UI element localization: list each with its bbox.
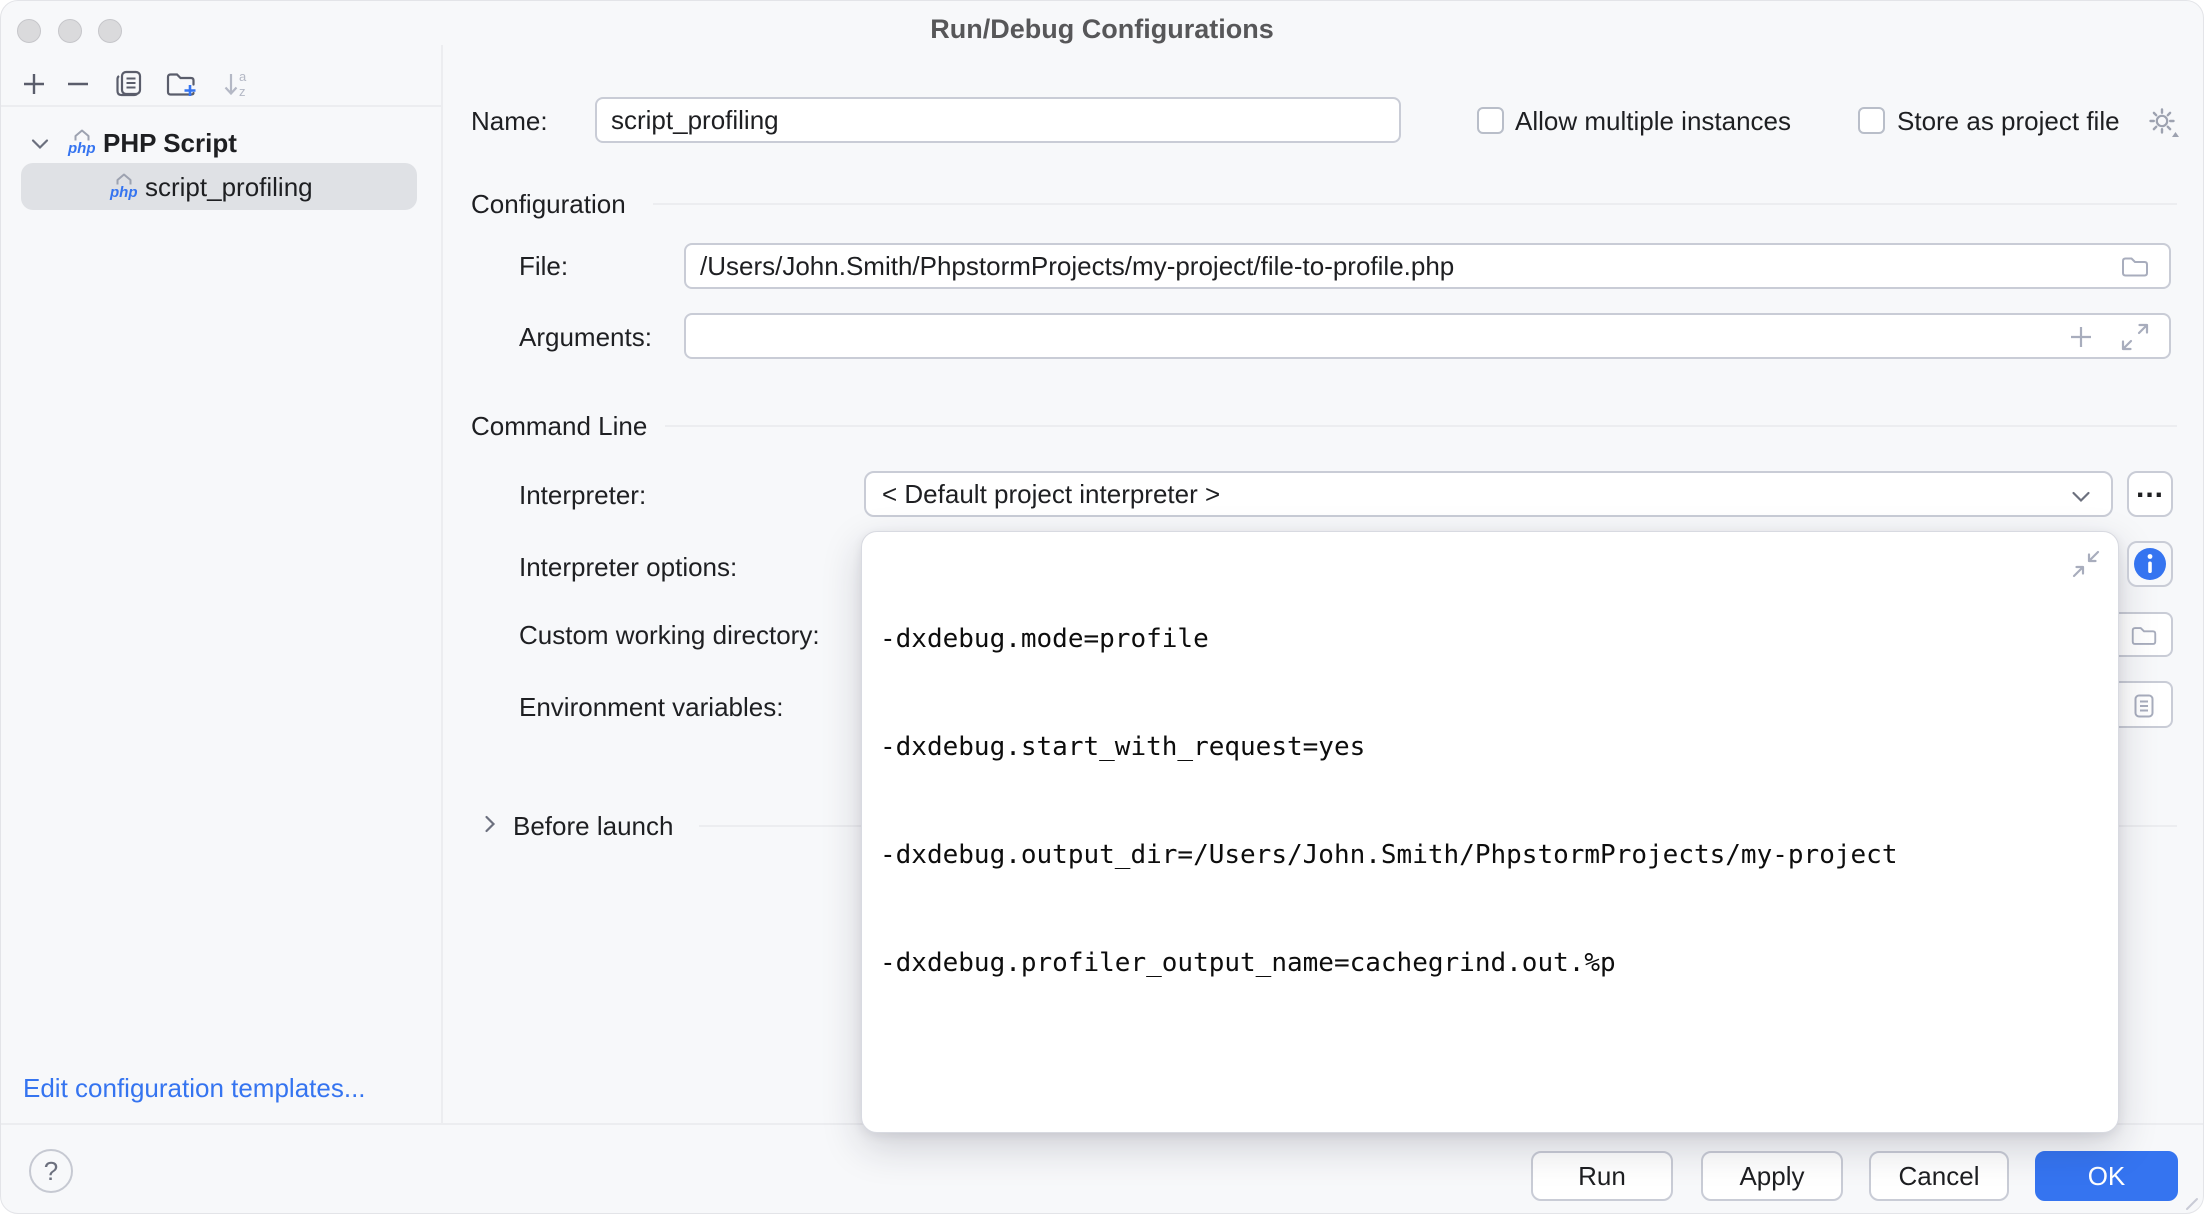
new-folder-button[interactable] bbox=[164, 67, 198, 101]
tree-group-php-script[interactable]: php PHP Script bbox=[1, 123, 441, 163]
allow-multiple-instances-checkbox[interactable] bbox=[1477, 107, 1504, 134]
tree-item-label: script_profiling bbox=[145, 172, 313, 202]
remove-configuration-button[interactable] bbox=[61, 67, 95, 101]
sort-alphabetically-icon: a z bbox=[224, 69, 247, 99]
folder-icon[interactable] bbox=[2119, 251, 2151, 283]
svg-text:z: z bbox=[239, 84, 246, 99]
window-close-button[interactable] bbox=[17, 19, 41, 43]
add-configuration-button[interactable] bbox=[17, 67, 51, 101]
cancel-button[interactable]: Cancel bbox=[1869, 1151, 2009, 1201]
ok-button[interactable]: OK bbox=[2035, 1151, 2178, 1201]
collapse-icon[interactable] bbox=[2070, 548, 2102, 580]
interpreter-options-editor[interactable]: -dxdebug.mode=profile -dxdebug.start_wit… bbox=[880, 549, 2048, 1053]
svg-text:php: php bbox=[67, 140, 96, 157]
gear-icon[interactable] bbox=[2143, 103, 2183, 143]
svg-text:php: php bbox=[109, 184, 138, 201]
sort-configurations-button[interactable]: a z bbox=[220, 67, 254, 101]
option-line: -dxdebug.mode=profile bbox=[880, 624, 1209, 654]
macro-help-button[interactable] bbox=[2127, 541, 2173, 587]
chevron-right-icon[interactable] bbox=[479, 813, 501, 835]
svg-text:a: a bbox=[239, 69, 247, 84]
interpreter-value: < Default project interpreter > bbox=[882, 479, 1221, 509]
file-label: File: bbox=[519, 251, 569, 281]
tree-group-label: PHP Script bbox=[103, 128, 237, 158]
run-button[interactable]: Run bbox=[1531, 1151, 1673, 1201]
window-zoom-button[interactable] bbox=[98, 19, 122, 43]
name-input[interactable] bbox=[595, 97, 1401, 143]
folder-icon bbox=[2131, 627, 2157, 645]
store-as-project-file-checkbox[interactable] bbox=[1858, 107, 1885, 134]
help-button[interactable]: ? bbox=[29, 1149, 73, 1193]
section-command-line: Command Line bbox=[471, 411, 648, 441]
environment-variables-browse[interactable] bbox=[2111, 681, 2173, 728]
minus-icon bbox=[68, 82, 88, 86]
resize-grip[interactable] bbox=[2183, 1197, 2201, 1211]
expand-icon[interactable] bbox=[2119, 321, 2151, 353]
arguments-input[interactable] bbox=[684, 313, 2171, 359]
custom-working-directory-browse[interactable] bbox=[2111, 612, 2173, 657]
php-script-icon: php bbox=[109, 173, 138, 201]
sidebar-toolbar-divider bbox=[1, 105, 442, 107]
copy-icon bbox=[116, 70, 142, 97]
allow-multiple-instances-label[interactable]: Allow multiple instances bbox=[1515, 106, 1792, 136]
section-divider bbox=[665, 425, 2177, 427]
interpreter-options-popup[interactable]: -dxdebug.mode=profile -dxdebug.start_wit… bbox=[861, 531, 2119, 1133]
tree-item-script-profiling[interactable]: php script_profiling bbox=[21, 163, 417, 210]
plus-icon bbox=[24, 74, 44, 94]
section-configuration: Configuration bbox=[471, 189, 626, 219]
chevron-down-icon bbox=[2072, 491, 2090, 503]
store-as-project-file-label[interactable]: Store as project file bbox=[1897, 106, 2120, 136]
option-line: -dxdebug.start_with_request=yes bbox=[880, 732, 1366, 762]
copy-configuration-button[interactable] bbox=[112, 67, 146, 101]
php-script-icon: php bbox=[67, 129, 96, 157]
interpreter-label: Interpreter: bbox=[519, 480, 647, 510]
interpreter-more-button[interactable]: ... bbox=[2127, 471, 2173, 517]
sidebar-divider bbox=[441, 45, 443, 1123]
interpreter-options-label: Interpreter options: bbox=[519, 552, 738, 582]
add-argument-icon[interactable] bbox=[2067, 323, 2095, 351]
arguments-label: Arguments: bbox=[519, 322, 652, 352]
titlebar: Run/Debug Configurations bbox=[1, 1, 2203, 57]
window-minimize-button[interactable] bbox=[58, 19, 82, 43]
name-label: Name: bbox=[471, 106, 548, 136]
environment-variables-label: Environment variables: bbox=[519, 692, 784, 722]
section-divider bbox=[653, 203, 2177, 205]
before-launch-label[interactable]: Before launch bbox=[513, 811, 674, 841]
window-title: Run/Debug Configurations bbox=[930, 14, 1274, 44]
new-folder-icon bbox=[166, 73, 196, 96]
interpreter-select[interactable]: < Default project interpreter > bbox=[864, 471, 2113, 517]
list-icon bbox=[2134, 694, 2154, 718]
chevron-down-icon[interactable] bbox=[29, 133, 51, 155]
custom-working-directory-label: Custom working directory: bbox=[519, 620, 820, 650]
apply-button[interactable]: Apply bbox=[1701, 1151, 1843, 1201]
option-line: -dxdebug.profiler_output_name=cachegrind… bbox=[880, 948, 1616, 978]
edit-configuration-templates-link[interactable]: Edit configuration templates... bbox=[23, 1073, 366, 1103]
option-line: -dxdebug.output_dir=/Users/John.Smith/Ph… bbox=[880, 840, 1898, 870]
info-icon bbox=[2134, 548, 2166, 580]
file-input[interactable] bbox=[684, 243, 2171, 289]
